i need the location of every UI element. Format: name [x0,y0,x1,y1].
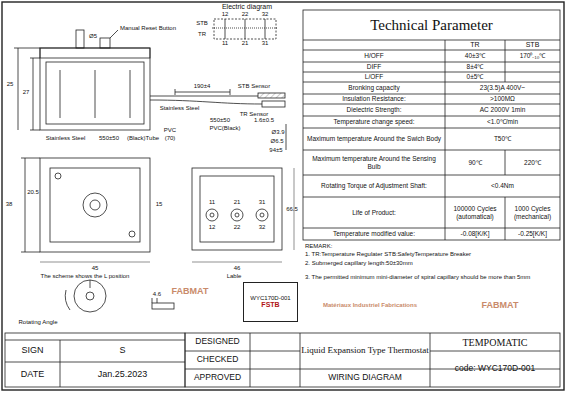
table-cell: 170⁰₋₁₀℃ [506,50,559,62]
table-cell: -0.25[K/K] [506,228,559,240]
title-block-cell: SIGN [5,340,60,362]
dimension-label: Stainless Steel [38,134,93,142]
table-cell: 100000 Cycles (automatical) [446,197,504,228]
table-cell: Temperature modified value: [305,228,443,240]
table-cell: 1. TR:Temperature Regulater STB:SafetyTe… [305,250,560,259]
dimension-label: 32 [259,11,271,18]
table-cell: Insulation Resistance: [305,94,443,104]
dimension-label: Ø5 [86,32,100,40]
dimension-label: Ø3.9 [268,128,288,136]
table-cell: Maximum temperature Around the Swich Bod… [305,128,443,150]
dimension-label: PVC(Black) [205,124,245,132]
watermark: FABMAT [470,300,530,312]
table-cell: Bronking capacity [305,82,443,94]
dimension-label: 12 [219,11,231,18]
table-cell: Temperature change speed: [305,116,443,128]
dimension-label: 45 [88,264,102,272]
dimension-label: 22 [231,224,243,231]
table-cell: Dielectric Strength: [305,104,443,116]
dimension-label: 21 [231,199,243,206]
dimension-label: 94±5 [264,146,288,154]
title-block-cell: S [60,340,185,362]
table-cell: >100MΩ [446,94,559,104]
table-cell: TR [446,40,504,50]
dimension-label: 21 [239,40,251,47]
title-block-cell: Liquid Expansion Type Thermostat [300,333,430,369]
dimension-label: 190±4 [185,82,219,90]
table-cell: 220℃ [506,150,559,175]
dimension-label: The scheme shows the L position [20,272,150,280]
part-code: WYC170D-001 [250,295,290,302]
dimension-label: (Black)Tube [123,134,163,142]
dimension-label: 1.6±0.5 [248,116,280,124]
table-cell: STB [506,40,559,50]
table-cell: L/OFF [305,72,443,82]
table-cell: REMARK: [305,242,405,250]
dimension-label: 550±50 [95,134,123,142]
table-cell: 8±4℃ [446,62,504,72]
title-block-cell: Jan.25.2023 [60,362,185,387]
dimension-label: PVC [160,126,180,134]
dimension-label: Electric diagram [212,2,282,11]
table-cell: Life of Product: [305,197,443,228]
watermark: Matériaux Industriel Fabrications [305,300,435,310]
dimension-label: 11 [219,40,231,47]
table-cell: 40±3℃ [446,50,504,62]
dimension-label: STB Sensor [232,82,276,90]
title-block-cell: TEMPOMATIC [430,333,560,351]
dimension-label: Manual Reset Button [120,24,190,32]
dimension-label: 66.5 [282,205,302,213]
table-cell: <1.0℃/min [446,116,559,128]
table-title: Technical Parameter [303,10,560,40]
dimension-label: 31 [259,40,271,47]
dimension-label: 22 [239,11,251,18]
dimension-label: 46 [230,264,244,272]
dimension-label: TR [193,30,211,38]
dimension-label: 25 [4,80,16,88]
table-cell: T50℃ [446,128,559,150]
dimension-label: 31 [256,199,268,206]
table-cell: 0±5℃ [446,72,504,82]
title-block-cell: APPROVED [185,369,250,387]
dimension-label: 15 [152,200,166,208]
table-cell: <0.4Nm [446,175,559,197]
dimension-label: 550±50 [205,116,235,124]
table-cell: -0.08[K/K] [446,228,504,240]
title-block-cell: CHECKED [185,351,250,369]
dimension-label: (70) [160,134,180,142]
table-cell: 3. The permitted minimum mini-diameter o… [305,268,560,286]
dimension-label: Lable [222,272,246,280]
dimension-label: Rotating Angle [8,318,68,326]
dimension-label: 32 [256,224,268,231]
table-cell: 2. Submerged capillary length:50±30mm [305,259,560,268]
table-cell: 90℃ [446,150,504,175]
table-cell: 23(3.5)A 400V~ [446,82,559,94]
product-label: WYC170D-001FSTB [243,282,298,322]
table-cell: Maximum temperature Around the Sensing B… [305,150,443,175]
table-cell: H/OFF [305,50,443,62]
dimension-label: 20.5 [26,188,40,196]
title-block-cell: DESIGNED [185,333,250,351]
dimension-label: STB [193,19,211,27]
watermark: FABMAT [160,286,220,298]
table-cell: DIFF [305,62,443,72]
title-block-cell: code: WYC170D-001 [430,351,560,387]
dimension-label: 11 [206,199,218,206]
table-cell: AC 2000V 1min [446,104,559,116]
dimension-label: 12 [206,224,218,231]
dimension-label: Stainless Steel [152,104,207,112]
dimension-label: Ø6.5 [266,137,288,145]
dimension-label: 4.6 [150,290,164,298]
table-cell: Rotating Torque of Adjustment Shaft: [305,175,443,197]
dimension-label: 38 [3,200,15,208]
dimension-label: 27 [20,88,32,96]
brand-mark: FSTB [261,301,279,309]
title-block-cell: WIRING DIAGRAM [300,369,430,387]
title-block-cell: DATE [5,362,60,387]
table-cell: 1000 Cycles (mechanical) [506,197,559,228]
